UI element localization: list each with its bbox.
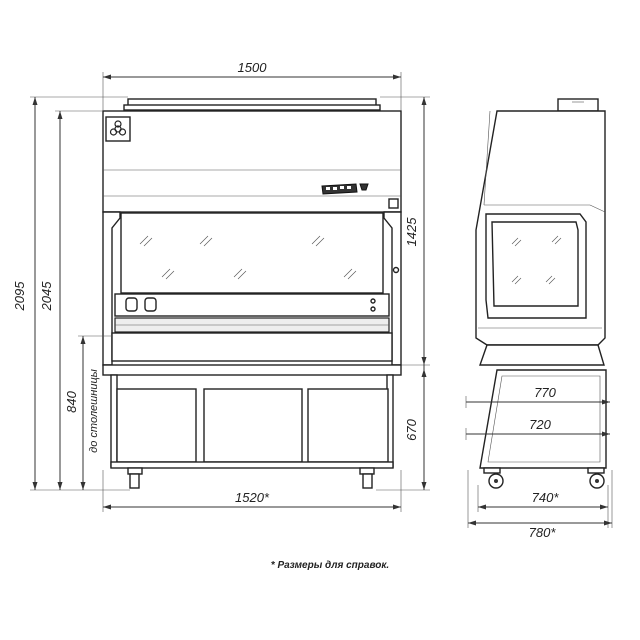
side-caster-left [483, 467, 504, 489]
glass-reflections [139, 235, 357, 280]
side-window-glass [491, 221, 579, 307]
side-dimensions: 770 720 740* 780* [465, 385, 613, 540]
biohazard-icon [109, 120, 127, 136]
dim-depth-base: 740* [532, 490, 560, 505]
dim-height-total: 2095 [12, 281, 27, 312]
dim-depth-upper: 770 [534, 385, 556, 400]
worktop-label: до столешницы [88, 369, 100, 453]
work-zone-back [114, 293, 390, 317]
side-view [475, 98, 607, 489]
dim-height-stand: 670 [404, 418, 419, 440]
side-switch [388, 198, 399, 209]
glass-sash [120, 212, 384, 294]
stand-panel-right [307, 388, 389, 463]
side-stand-frame [479, 369, 607, 469]
exhaust-cap-base [123, 104, 381, 111]
side-exhaust-cap [557, 98, 599, 112]
dim-height-worktop: 840 [64, 390, 79, 412]
upper-housing [102, 110, 402, 213]
dim-height-upper: 1425 [404, 217, 419, 247]
stand-panel-left [116, 388, 197, 463]
dim-width-bottom: 1520* [235, 490, 270, 505]
footnote: * Размеры для справок. [271, 560, 389, 571]
dim-depth-lower: 720 [529, 417, 551, 432]
front-view [102, 98, 402, 489]
side-caster-right [587, 467, 605, 489]
stand-top [102, 364, 402, 376]
dim-depth-total: 780* [529, 525, 557, 540]
dim-height-cabinet: 2045 [39, 281, 54, 312]
dim-width-top: 1500 [238, 60, 268, 75]
caster-right [359, 467, 375, 489]
stand-panel-center [203, 388, 303, 463]
control-panel [321, 183, 369, 195]
caster-left [127, 467, 143, 489]
front-panel [111, 332, 393, 362]
front-dimensions: 1500 1520* 2095 2045 840 до столешницы 1… [12, 60, 430, 512]
